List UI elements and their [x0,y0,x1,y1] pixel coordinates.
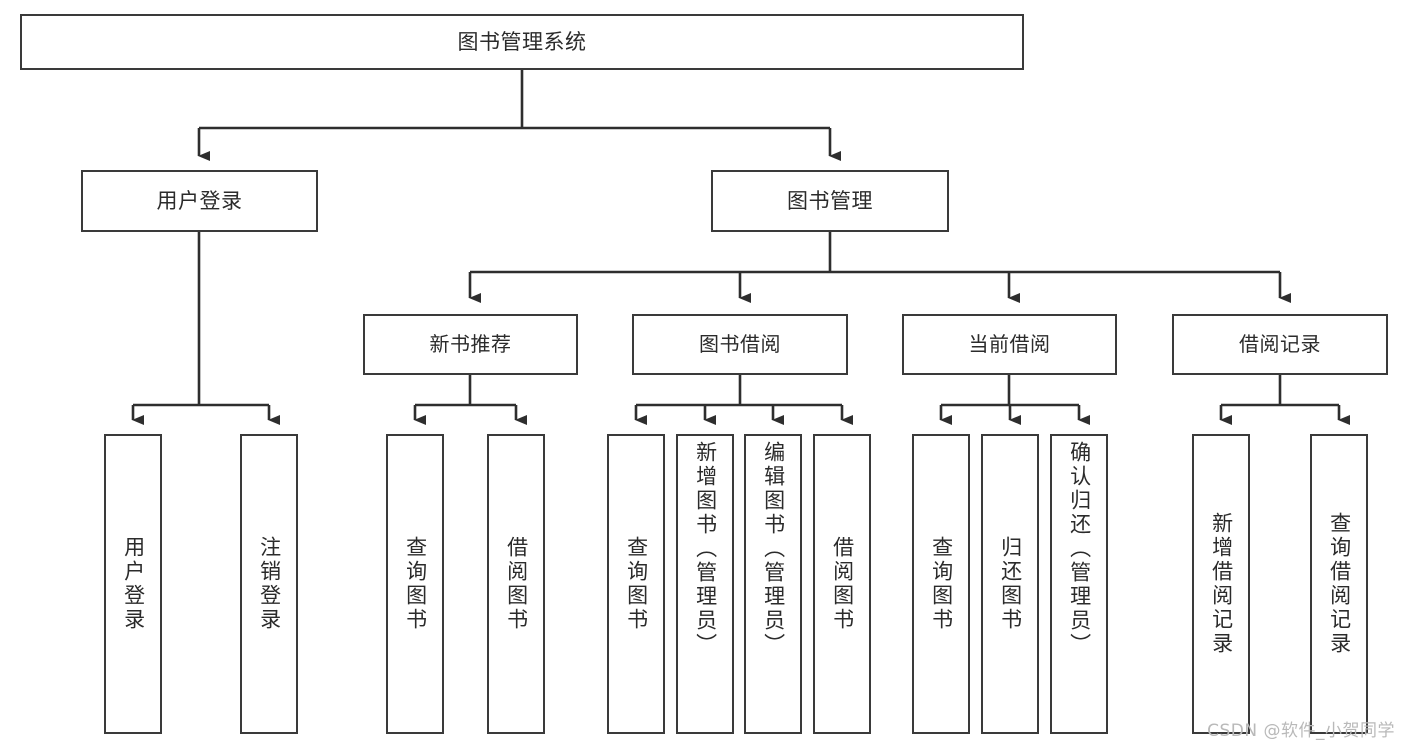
leaf-label-wrap: 查询图书 [609,436,663,732]
node-leaf-user-logout-label: 注销登录 [257,536,282,632]
leaf-label-wrap: 查询图书 [914,436,968,732]
leaf-label-wrap: 借阅图书 [489,436,543,732]
leaf-label-wrap: 编辑图书（管理员） [746,436,800,737]
leaf-label-wrap: 查询图书 [388,436,442,732]
leaf-label-wrap: 借阅图书 [815,436,869,732]
node-leaf-borrow-query[interactable]: 查询图书 [607,434,665,734]
node-user-login[interactable]: 用户登录 [81,170,318,232]
watermark-text: CSDN @软件_小贺同学 [1207,721,1395,741]
node-leaf-rec-query-label: 查询图书 [403,536,428,632]
node-borrow-record[interactable]: 借阅记录 [1172,314,1388,375]
node-leaf-rec-add[interactable]: 新增借阅记录 [1192,434,1250,734]
node-leaf-cur-confirm[interactable]: 确认归还（管理员） [1050,434,1108,734]
node-leaf-rec-add-label: 新增借阅记录 [1209,512,1234,656]
node-book-manage[interactable]: 图书管理 [711,170,949,232]
node-user-login-label: 用户登录 [156,188,243,213]
node-leaf-cur-return-label: 归还图书 [998,536,1023,632]
node-book-borrow[interactable]: 图书借阅 [632,314,848,375]
node-leaf-cur-query[interactable]: 查询图书 [912,434,970,734]
node-book-manage-label: 图书管理 [787,188,873,213]
node-current-borrow[interactable]: 当前借阅 [902,314,1117,375]
node-leaf-rec-borrow[interactable]: 借阅图书 [487,434,545,734]
leaf-label-wrap: 注销登录 [242,436,296,732]
node-leaf-user-login-label: 用户登录 [121,536,146,632]
node-leaf-cur-return[interactable]: 归还图书 [981,434,1039,734]
leaf-label-wrap: 用户登录 [106,436,160,732]
node-leaf-borrow-edit[interactable]: 编辑图书（管理员） [744,434,802,734]
node-leaf-user-login[interactable]: 用户登录 [104,434,162,734]
node-leaf-borrow-add-label: 新增图书（管理员） [693,441,718,657]
node-root[interactable]: 图书管理系统 [20,14,1024,70]
leaf-label-wrap: 确认归还（管理员） [1052,436,1106,737]
node-book-borrow-label: 图书借阅 [699,332,781,356]
node-leaf-rec-query2[interactable]: 查询借阅记录 [1310,434,1368,734]
node-leaf-rec-query[interactable]: 查询图书 [386,434,444,734]
node-current-borrow-label: 当前借阅 [968,332,1051,356]
node-leaf-user-logout[interactable]: 注销登录 [240,434,298,734]
leaf-label-wrap: 查询借阅记录 [1312,436,1366,732]
node-new-book-rec-label: 新书推荐 [429,332,512,356]
node-root-label: 图书管理系统 [457,29,587,54]
node-leaf-rec-query2-label: 查询借阅记录 [1327,512,1352,656]
node-leaf-rec-borrow-label: 借阅图书 [504,536,529,632]
leaf-label-wrap: 新增借阅记录 [1194,436,1248,732]
leaf-label-wrap: 归还图书 [983,436,1037,732]
node-new-book-rec[interactable]: 新书推荐 [363,314,578,375]
node-leaf-borrow-lend[interactable]: 借阅图书 [813,434,871,734]
node-leaf-borrow-lend-label: 借阅图书 [830,536,855,632]
node-leaf-borrow-edit-label: 编辑图书（管理员） [761,441,786,657]
leaf-label-wrap: 新增图书（管理员） [678,436,732,737]
node-leaf-cur-confirm-label: 确认归还（管理员） [1067,441,1092,657]
node-leaf-cur-query-label: 查询图书 [929,536,954,632]
node-leaf-borrow-add[interactable]: 新增图书（管理员） [676,434,734,734]
node-borrow-record-label: 借阅记录 [1239,332,1321,356]
node-leaf-borrow-query-label: 查询图书 [624,536,649,632]
